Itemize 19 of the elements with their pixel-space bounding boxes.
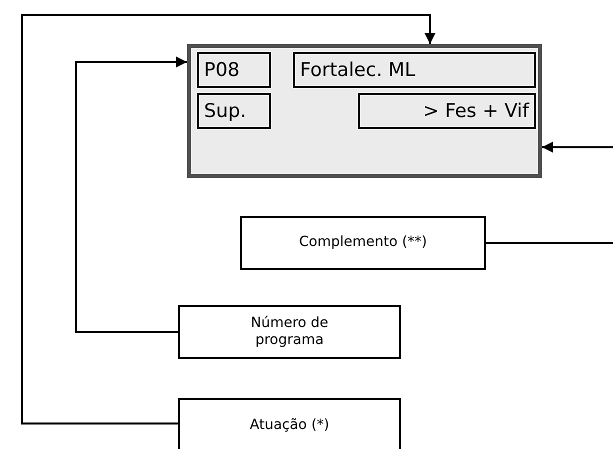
- label-box: [178, 305, 401, 359]
- connector-line: [486, 242, 613, 244]
- label-box: [240, 216, 486, 270]
- label-text: Atuação (*): [250, 416, 330, 434]
- arrow: [542, 142, 613, 153]
- display-field: [197, 52, 271, 88]
- arrow: [21, 14, 436, 424]
- display-text: Fortalec. ML: [300, 59, 416, 81]
- label-text: Número de programa: [250, 314, 330, 350]
- label-box: [178, 398, 401, 449]
- display-panel: [187, 44, 542, 178]
- display-field: [358, 93, 536, 129]
- display-field: [293, 52, 536, 88]
- label-text: Complemento (**): [299, 234, 427, 252]
- arrow: [75, 56, 187, 333]
- display-text: Sup.: [204, 100, 246, 122]
- display-text: > Fes + Vif: [423, 100, 529, 122]
- display-text: P08: [204, 59, 240, 81]
- display-field: [197, 93, 271, 129]
